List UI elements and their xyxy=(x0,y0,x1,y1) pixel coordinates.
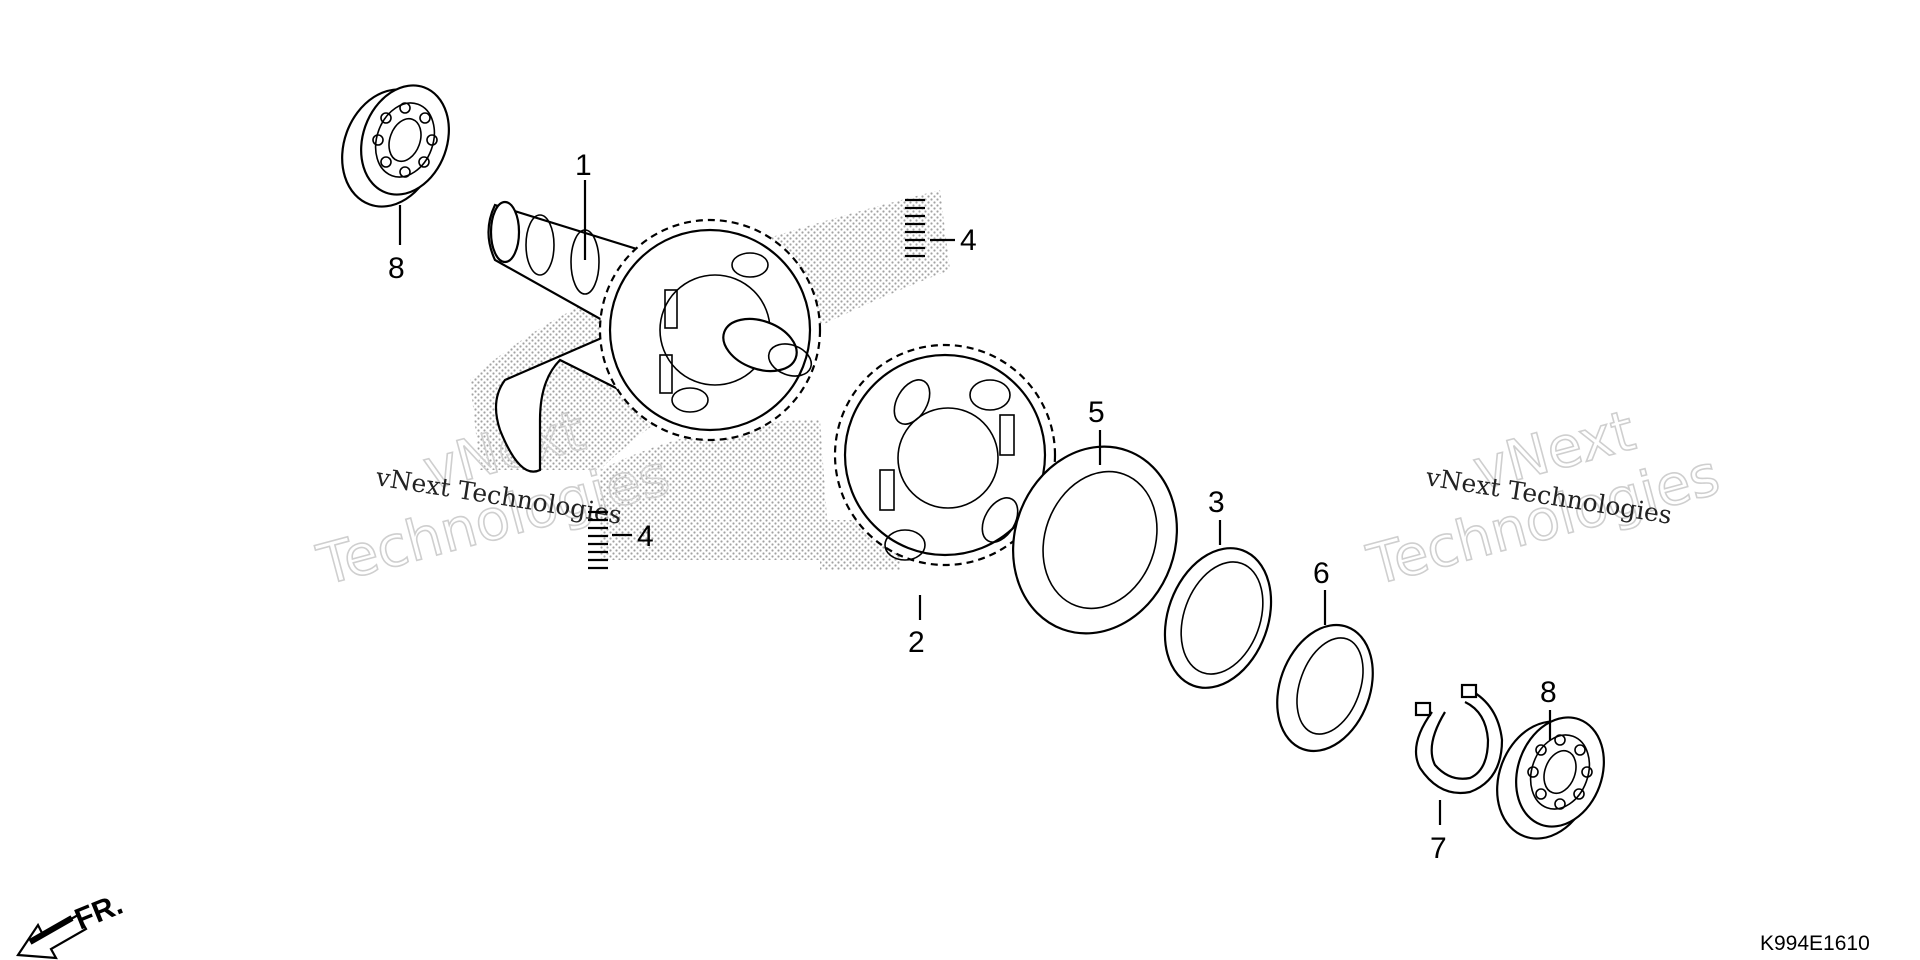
diagram-part-code: K994E1610 xyxy=(1760,932,1870,955)
callout-4-bottom: 4 xyxy=(637,520,654,553)
washer-3 xyxy=(1163,547,1273,689)
washer-5 xyxy=(1012,445,1178,635)
ball-bearing-bottom xyxy=(1496,716,1605,840)
front-direction-arrow: FR. xyxy=(16,888,127,960)
shaft-gear xyxy=(598,218,822,442)
callout-4-top: 4 xyxy=(960,224,977,257)
circlip xyxy=(1414,683,1504,795)
callout-8-bottom: 8 xyxy=(1540,676,1557,709)
callout-3: 3 xyxy=(1208,486,1225,519)
callout-6: 6 xyxy=(1313,557,1330,590)
callout-1: 1 xyxy=(575,149,592,182)
callout-7: 7 xyxy=(1430,832,1447,865)
spring-bottom xyxy=(588,510,632,570)
balancer-driven-gear xyxy=(833,343,1057,567)
callout-2: 2 xyxy=(908,626,925,659)
washer-6 xyxy=(1276,623,1374,753)
spring-top xyxy=(905,198,955,258)
ball-bearing-top xyxy=(341,84,450,208)
watermark-right: vNext Technologies vNext Technologies xyxy=(1360,398,1727,600)
direction-label: FR. xyxy=(70,888,127,937)
callout-8-top: 8 xyxy=(388,252,405,285)
callout-labels: 1 2 3 4 4 5 6 7 8 8 xyxy=(388,149,1557,865)
callout-5: 5 xyxy=(1088,396,1105,429)
